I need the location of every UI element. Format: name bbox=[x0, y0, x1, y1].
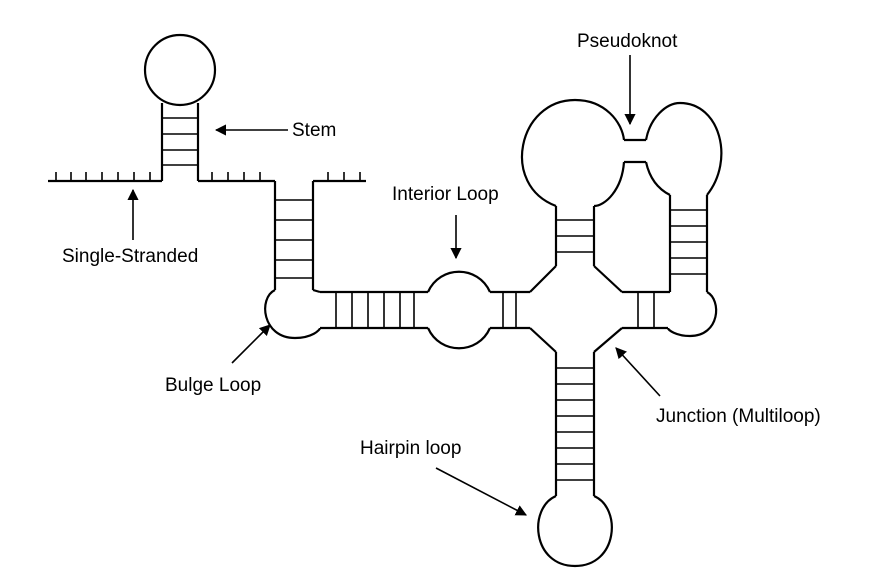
interior-loop bbox=[426, 270, 492, 350]
horizontal-stem-right bbox=[490, 290, 530, 330]
interior-loop-label: Interior Loop bbox=[392, 184, 499, 205]
pseudoknot-label: Pseudoknot bbox=[577, 31, 678, 52]
bulge-loop-label: Bulge Loop bbox=[165, 375, 261, 396]
single-stranded-label: Single-Stranded bbox=[62, 246, 198, 267]
bottom-hairpin-loop bbox=[537, 494, 613, 568]
junction-label: Junction (Multiloop) bbox=[656, 406, 821, 427]
stem-label: Stem bbox=[292, 120, 336, 141]
horizontal-stem-left bbox=[320, 290, 428, 330]
single-stranded-region bbox=[48, 172, 366, 183]
junction-arrow bbox=[615, 347, 661, 397]
bulge-loop bbox=[264, 288, 322, 340]
pseudoknot-pairing bbox=[624, 138, 646, 164]
upper-stem bbox=[554, 206, 596, 266]
hairpin-loop-label: Hairpin loop bbox=[360, 438, 461, 459]
bulge-loop-arrow bbox=[231, 324, 271, 364]
hairpin-loop-arrow bbox=[435, 467, 527, 516]
top-left-hairpin bbox=[143, 33, 217, 181]
pseudoknot-loop-right bbox=[644, 101, 723, 196]
junction-multiloop bbox=[529, 265, 623, 353]
right-vertical-stem bbox=[668, 195, 709, 292]
right-horizontal-stem bbox=[622, 290, 718, 338]
lower-vertical-stem bbox=[554, 352, 596, 496]
pseudoknot-loop-left bbox=[520, 98, 626, 208]
annotation-arrows bbox=[127, 55, 661, 516]
left-vertical-stem bbox=[273, 181, 315, 290]
